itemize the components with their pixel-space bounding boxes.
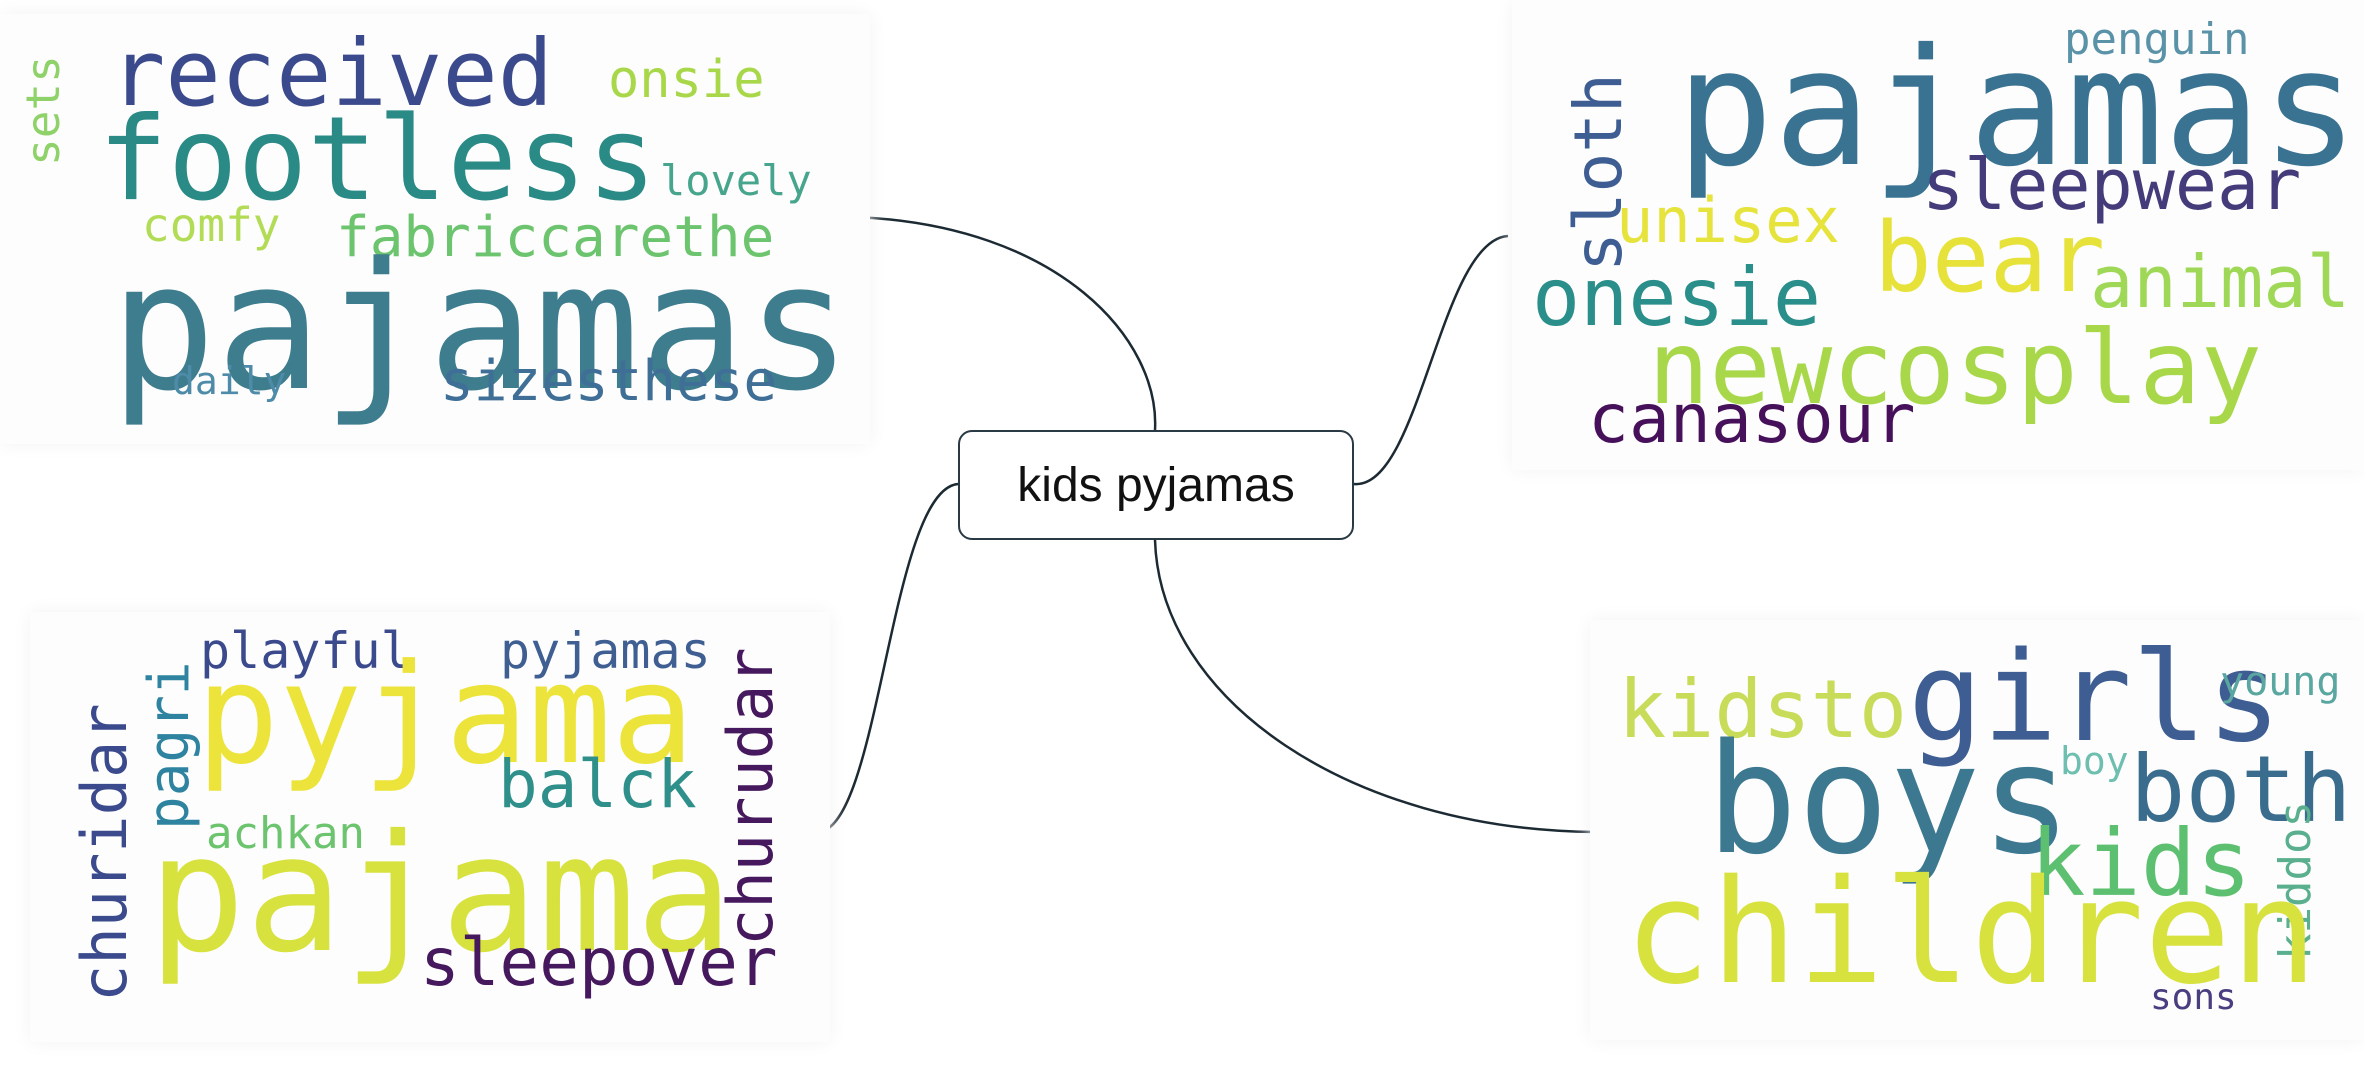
- word-boys: boys: [1706, 711, 2073, 888]
- word-sleepwear: sleepwear: [1922, 144, 2302, 226]
- word-pyjamas: pyjamas: [500, 622, 711, 680]
- word-sleepover: sleepover: [420, 924, 778, 1001]
- word-both: both: [2130, 736, 2352, 843]
- word-pajamas-tr: pajamas: [1676, 15, 2359, 203]
- connector-top-right: [1353, 234, 1509, 486]
- word-fabriccarethe: fabriccarethe: [336, 205, 775, 270]
- word-comfy: comfy: [142, 198, 281, 252]
- word-newcosplay: newcosplay: [1648, 309, 2263, 428]
- word-received: received: [110, 20, 554, 127]
- word-pajamas-tl: pajamas: [110, 225, 852, 430]
- word-onesie: onesie: [1532, 251, 1821, 344]
- word-pyjama: pyjama: [196, 634, 695, 795]
- word-achkan: achkan: [206, 808, 365, 859]
- word-girls: girls: [1908, 626, 2282, 770]
- word-children: children: [1624, 848, 2318, 1016]
- word-unisex: unisex: [1616, 184, 1840, 257]
- word-cloud-bottom-left: playful pyjamas pagri pyjama churudar ch…: [30, 612, 830, 1042]
- central-topic-node[interactable]: kids pyjamas: [958, 430, 1354, 540]
- connector-bottom-left: [817, 482, 959, 834]
- word-cloud-top-right: pajamas penguin sloth sleepwear unisex b…: [1512, 0, 2364, 470]
- central-topic-label: kids pyjamas: [1017, 458, 1295, 512]
- word-bear: bear: [1874, 202, 2106, 314]
- word-onsie: onsie: [608, 50, 765, 110]
- word-animal: animal: [2090, 240, 2351, 324]
- word-churidar: churidar: [68, 703, 141, 1002]
- connector-bottom-right: [1153, 539, 1596, 834]
- word-sons: sons: [2150, 977, 2237, 1018]
- word-balck: balck: [498, 746, 697, 823]
- word-kidsto: kidsto: [1618, 663, 1907, 756]
- word-pajama: pajama: [148, 801, 734, 989]
- word-lovely: lovely: [660, 156, 812, 205]
- word-cloud-top-left: received footless onsie sets lovely comf…: [0, 14, 870, 444]
- word-kids: kids: [2030, 810, 2252, 917]
- connector-top-left: [854, 215, 1157, 431]
- word-canasour: canasour: [1588, 380, 1916, 459]
- word-footless: footless: [98, 92, 657, 227]
- word-boy: boy: [2060, 739, 2129, 783]
- word-sizesthese: sizesthese: [440, 349, 778, 414]
- word-playful: playful: [200, 622, 411, 680]
- word-daily: daily: [172, 359, 287, 403]
- word-young: young: [2220, 659, 2341, 705]
- word-sets: sets: [16, 55, 70, 166]
- word-penguin: penguin: [2064, 14, 2250, 65]
- word-cloud-bottom-right: kidsto girls young boys boy both kids ki…: [1590, 620, 2364, 1040]
